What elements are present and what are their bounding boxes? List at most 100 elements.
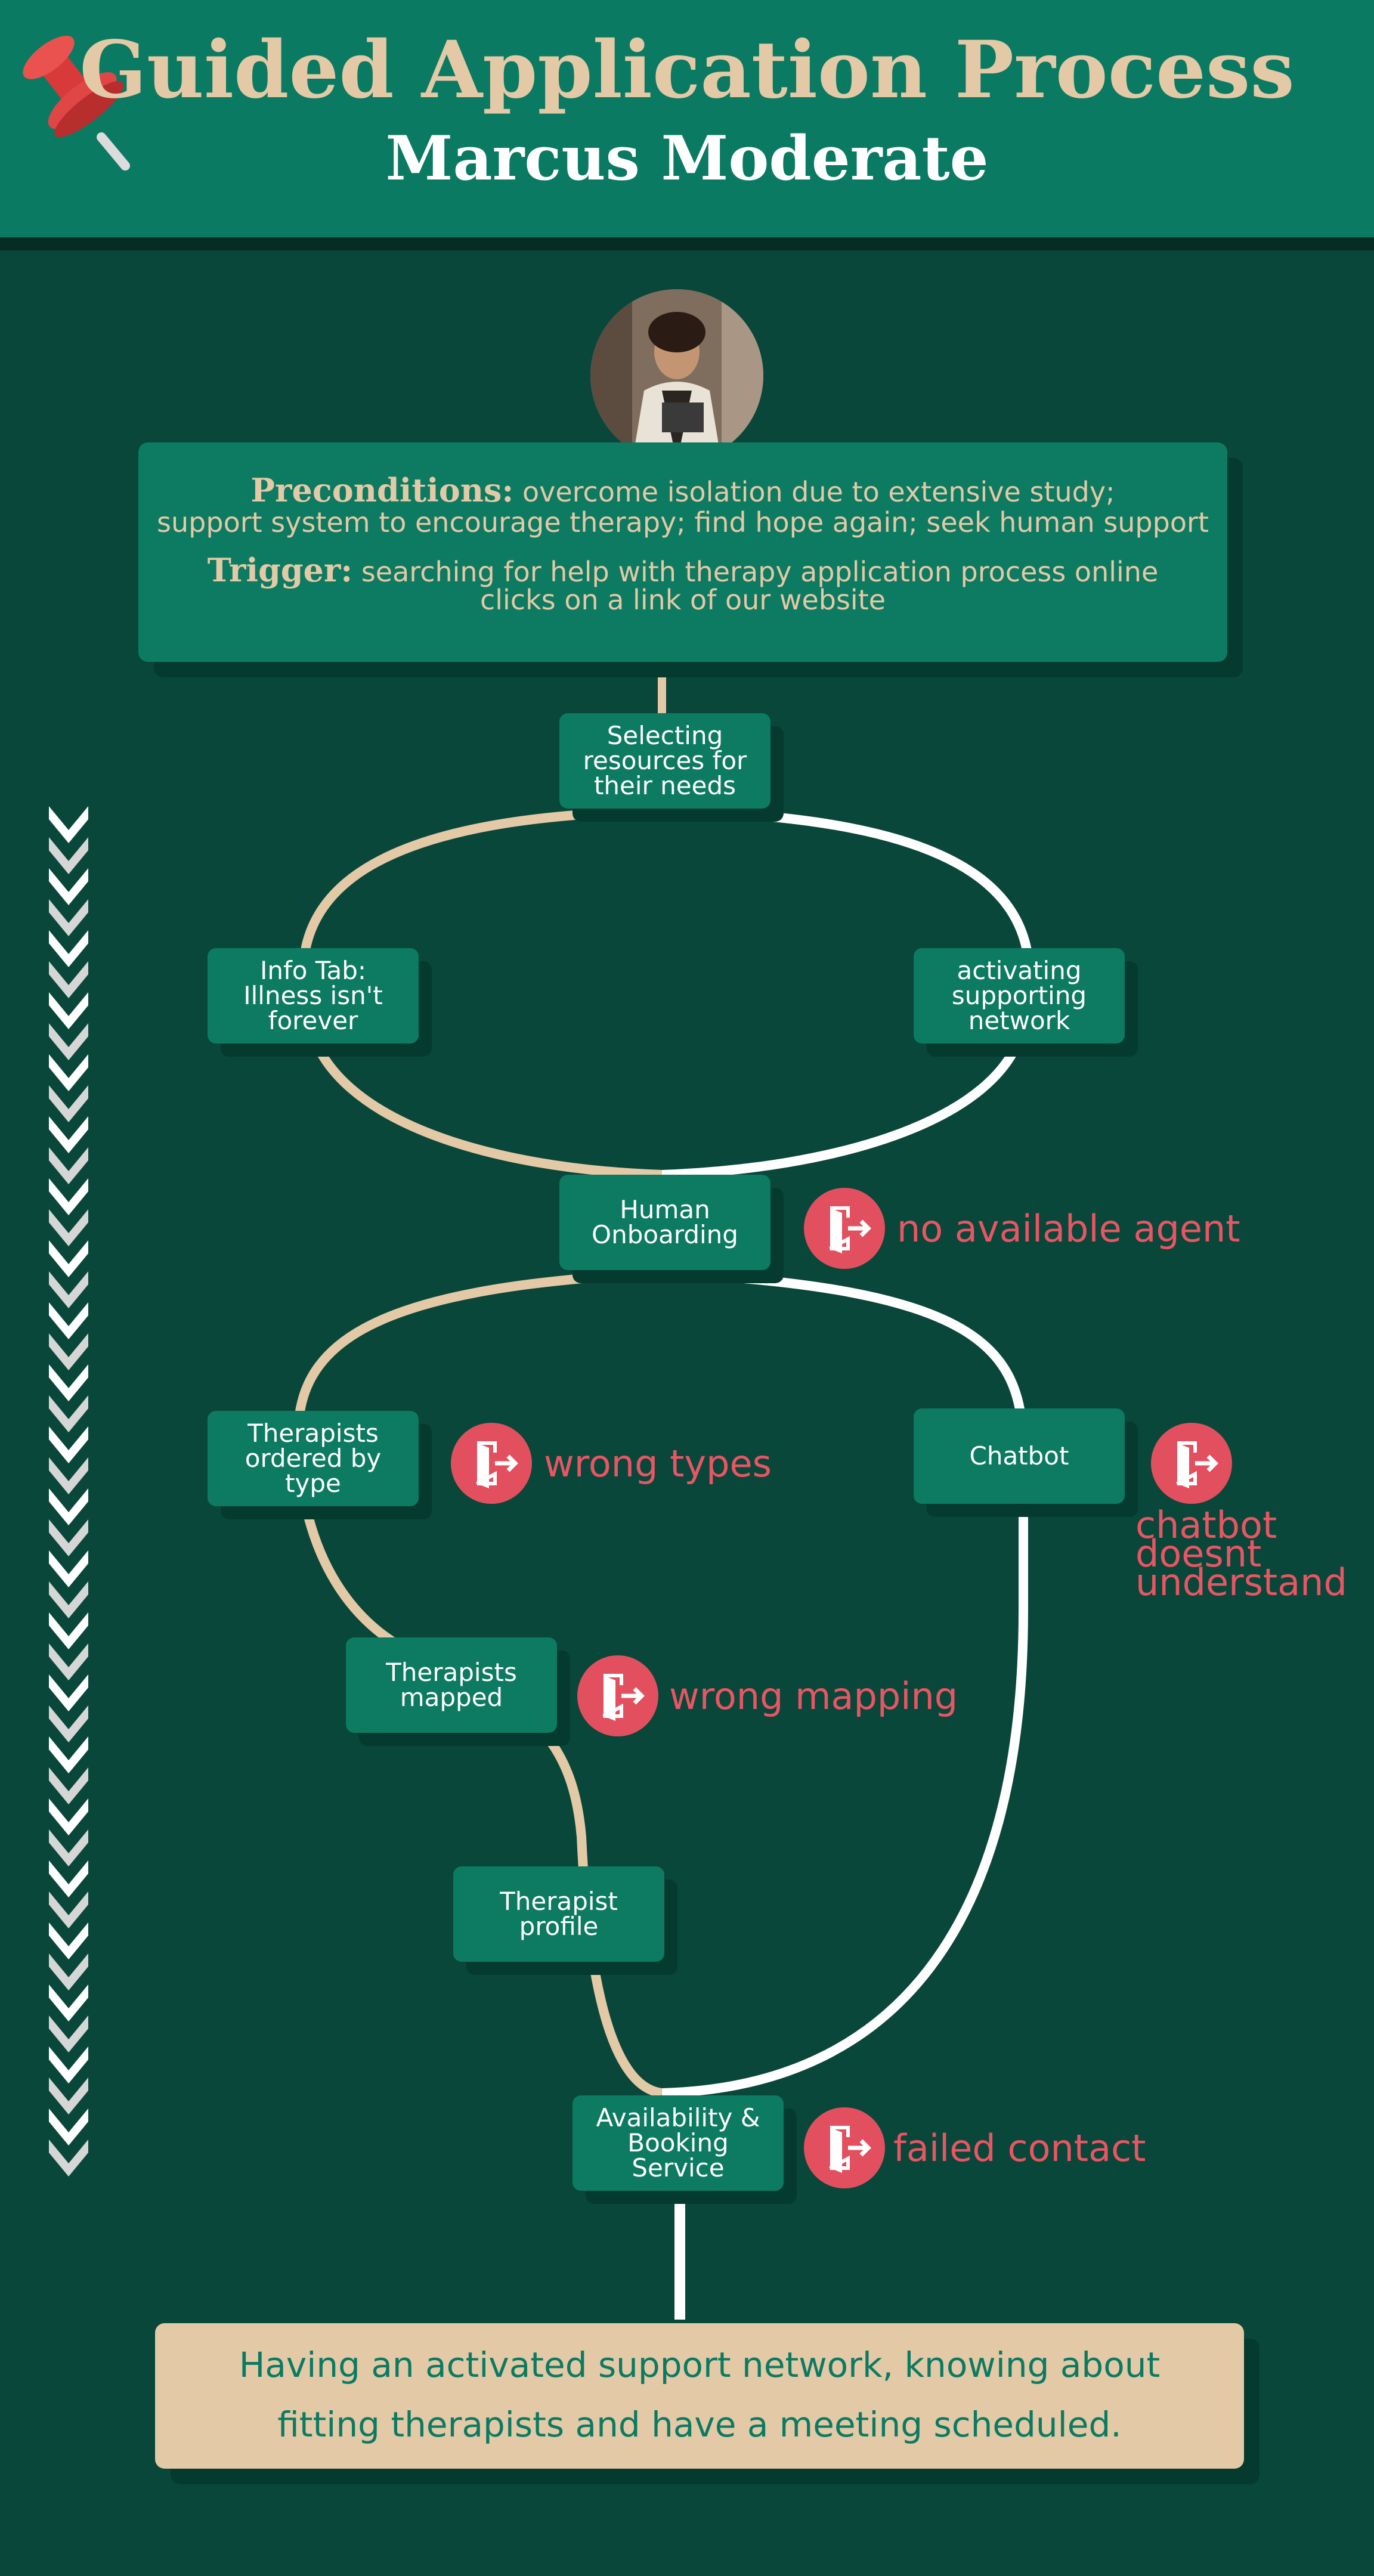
exit-door-icon	[577, 1655, 658, 1736]
chevron-down-icon	[49, 1271, 88, 1308]
outcome-text-2: fitting therapists and have a meeting sc…	[277, 2404, 1122, 2445]
node-text: Info Tab:	[259, 956, 367, 985]
chevron-down-icon	[49, 1333, 88, 1370]
node-text: type	[285, 1469, 341, 1498]
chevron-down-icon	[49, 1209, 88, 1246]
chevron-down-icon	[49, 1953, 88, 1990]
page-title: Guided Application Process	[79, 24, 1295, 116]
chevron-down-icon	[49, 1178, 88, 1215]
node-text: Human	[620, 1195, 710, 1224]
chevron-down-icon	[49, 1147, 88, 1184]
chevron-down-icon	[49, 1457, 88, 1494]
chevron-down-icon	[49, 1054, 88, 1091]
chevron-down-icon	[49, 1240, 88, 1277]
progress-chevrons	[49, 806, 88, 2176]
node-text: Illness isn't	[243, 981, 383, 1010]
chevron-down-icon	[49, 1612, 88, 1649]
exit-label-line: chatbot	[1135, 1503, 1277, 1547]
exit-door-icon	[451, 1423, 532, 1504]
chevron-down-icon	[49, 1488, 88, 1525]
chevron-down-icon	[49, 806, 88, 843]
chevron-down-icon	[49, 1705, 88, 1742]
chevron-down-icon	[49, 1550, 88, 1587]
chevron-down-icon	[49, 2046, 88, 2083]
chevron-down-icon	[49, 1519, 88, 1556]
node-text: Booking	[627, 2128, 729, 2157]
chevron-down-icon	[49, 1426, 88, 1463]
node-chatbot: Chatbot	[914, 1408, 1125, 1504]
node-text: Therapists	[247, 1419, 379, 1448]
node-text: Onboarding	[592, 1220, 738, 1249]
chevron-down-icon	[49, 961, 88, 998]
exit-door-icon	[1151, 1423, 1232, 1504]
chevron-down-icon	[49, 1829, 88, 1866]
chevron-down-icon	[49, 2140, 88, 2176]
chevron-down-icon	[49, 1860, 88, 1897]
chevron-down-icon	[49, 1798, 88, 1835]
exit-label-mapped: wrong mapping	[669, 1674, 958, 1718]
header-banner	[0, 0, 1374, 237]
header-divider	[0, 237, 1374, 250]
exit-label-line: doesnt	[1135, 1532, 1262, 1575]
chevron-down-icon	[49, 1302, 88, 1339]
chevron-down-icon	[49, 1736, 88, 1773]
exit-label-onboarding: no available agent	[897, 1207, 1240, 1250]
node-text: activating	[957, 956, 1082, 985]
chevron-down-icon	[49, 930, 88, 967]
trigger-label: Trigger:	[207, 551, 353, 589]
chevron-down-icon	[49, 2015, 88, 2052]
node-text: Therapist	[500, 1887, 618, 1916]
preconditions-text-1: overcome isolation due to extensive stud…	[522, 476, 1115, 508]
node-text: resources for	[583, 746, 747, 775]
chevron-down-icon	[49, 1023, 88, 1060]
preconditions-text-2: support system to encourage therapy; fin…	[157, 506, 1209, 538]
exit-door-icon	[804, 2107, 885, 2188]
chevron-down-icon	[49, 1116, 88, 1153]
node-text: supporting	[951, 981, 1087, 1010]
chevron-down-icon	[49, 1364, 88, 1401]
node-text: Service	[632, 2153, 725, 2182]
chevron-down-icon	[49, 1922, 88, 1959]
exit-label-booking: failed contact	[893, 2126, 1146, 2170]
exit-label-ordered: wrong types	[544, 1442, 772, 1485]
chevron-down-icon	[49, 1395, 88, 1432]
pushpin-icon	[23, 35, 130, 171]
node-text: network	[968, 1006, 1070, 1035]
node-text: mapped	[400, 1683, 503, 1712]
chevron-down-icon	[49, 1085, 88, 1122]
path-right-chatbot	[661, 1268, 1028, 2098]
persona-name: Marcus Moderate	[385, 123, 989, 194]
chevron-down-icon	[49, 1891, 88, 1928]
exit-label-chatbot: chatbot doesnt understand	[1135, 1503, 1347, 1604]
chevron-down-icon	[49, 837, 88, 874]
node-text: Chatbot	[969, 1441, 1069, 1470]
chevron-down-icon	[49, 1643, 88, 1680]
node-text: ordered by	[245, 1444, 382, 1473]
exit-label-line: understand	[1135, 1561, 1347, 1604]
trigger-text-1: searching for help with therapy applicat…	[361, 556, 1159, 588]
node-text: Availability &	[596, 2103, 760, 2132]
chevron-down-icon	[49, 2077, 88, 2114]
node-text: forever	[268, 1006, 358, 1035]
chevron-down-icon	[49, 1984, 88, 2021]
outcome-text-1: Having an activated support network, kno…	[239, 2345, 1161, 2385]
node-text: their needs	[593, 771, 736, 800]
exit-door-icon	[804, 1188, 885, 1269]
chevron-down-icon	[49, 868, 88, 905]
chevron-down-icon	[49, 1767, 88, 1804]
chevron-down-icon	[49, 1674, 88, 1711]
chevron-down-icon	[49, 2109, 88, 2145]
outcome-panel: Having an activated support network, kno…	[155, 2323, 1244, 2469]
chevron-down-icon	[49, 992, 88, 1029]
node-text: Therapists	[386, 1658, 517, 1687]
trigger-text-2: clicks on a link of our website	[479, 584, 886, 616]
persona-avatar	[590, 289, 763, 462]
